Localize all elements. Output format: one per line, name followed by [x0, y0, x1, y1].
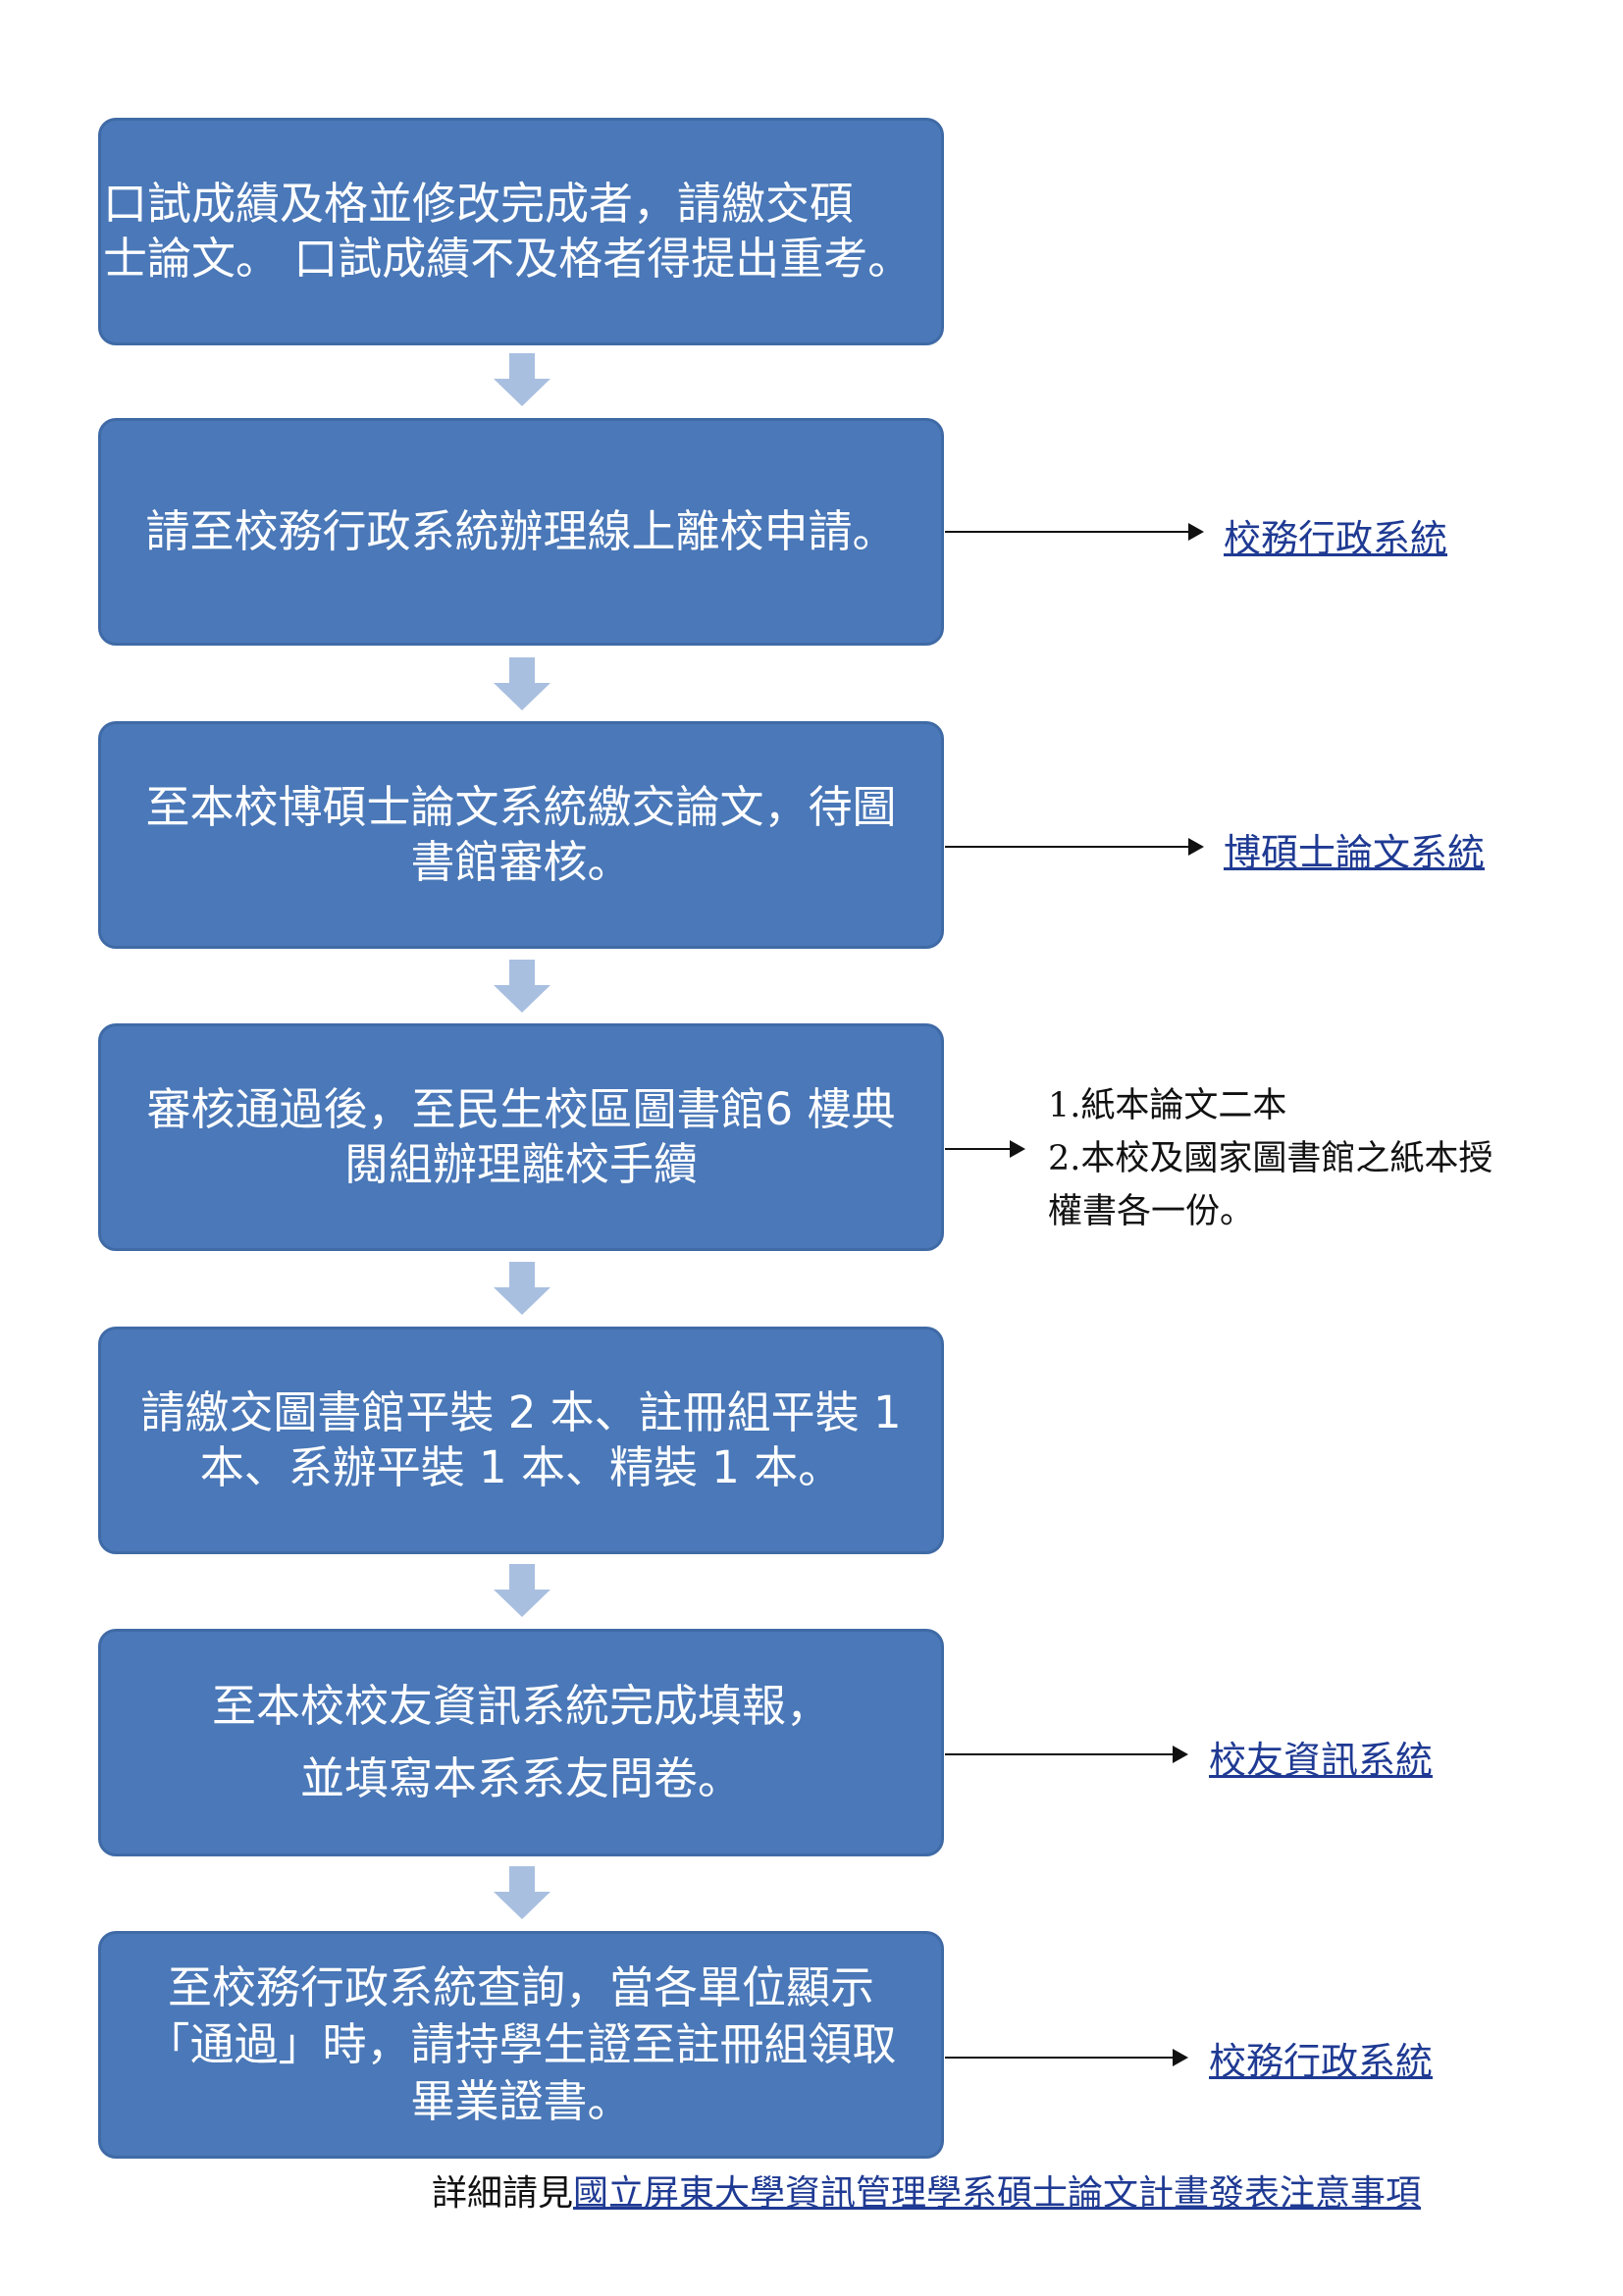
down-arrow-icon [494, 353, 550, 406]
step-6-line-1: 至本校校友資訊系統完成填報， [211, 1680, 830, 1732]
link-campus-admin-system-2[interactable]: 校務行政系統 [1209, 2040, 1434, 2083]
connector-arrow-step-6 [945, 1746, 1188, 1763]
step-2-box: 請至校務行政系統辦理線上離校申請。 [98, 418, 944, 646]
paper-copies-note: 1.紙本論文二本 2.本校及國家圖書館之紙本授 權書各一份。 [1048, 1079, 1492, 1238]
step-5-line-2: 本、系辦平裝 1 本、精裝 1 本。 [199, 1441, 843, 1493]
footer-note: 詳細請見國立屏東大學資訊管理學系碩士論文計畫發表注意事項 [432, 2165, 1421, 2216]
step-6-text: 至本校校友資訊系統完成填報， 並填寫本系系友問卷。 [212, 1670, 830, 1815]
link-campus-admin-system[interactable]: 校務行政系統 [1224, 517, 1448, 560]
step-2-line-1: 請至校務行政系統辦理線上離校申請。 [145, 505, 897, 557]
step-3-line-1: 至本校博碩士論文系統繳交論文，待圖 [145, 781, 897, 833]
footer-link[interactable]: 國立屏東大學資訊管理學系碩士論文計畫發表注意事項 [573, 2173, 1422, 2214]
step-7-box: 至校務行政系統查詢，當各單位顯示 「通過」時，請持學生證至註冊組領取 畢業證書。 [98, 1931, 944, 2159]
step-1-text: 口試成績及格並修改完成者，請繳交碩 士論文。 口試成績不及格者得提出重考。 [103, 177, 912, 287]
step-4-text: 審核通過後，至民生校區圖書館6 樓典 閱組辦理離校手續 [147, 1082, 896, 1192]
step-7-line-2: 「通過」時，請持學生證至註冊組領取 [145, 2018, 897, 2070]
step-2-text: 請至校務行政系統辦理線上離校申請。 [145, 504, 896, 559]
note-line-1: 1.紙本論文二本 [1048, 1086, 1287, 1125]
step-1-line-1: 口試成績及格並修改完成者，請繳交碩 [103, 178, 855, 230]
step-3-line-2: 書館審核。 [410, 836, 632, 888]
step-7-line-1: 至校務行政系統查詢，當各單位顯示 [167, 1961, 874, 2013]
step-5-line-1: 請繳交圖書館平裝 2 本、註冊組平裝 1 [140, 1386, 902, 1438]
connector-arrow-step-7 [945, 2049, 1188, 2066]
step-4-line-2: 閱組辦理離校手續 [343, 1138, 698, 1190]
step-5-box: 請繳交圖書館平裝 2 本、註冊組平裝 1 本、系辦平裝 1 本、精裝 1 本。 [98, 1327, 944, 1554]
step-5-text: 請繳交圖書館平裝 2 本、註冊組平裝 1 本、系辦平裝 1 本、精裝 1 本。 [140, 1385, 901, 1495]
note-line-3: 權書各一份。 [1048, 1192, 1255, 1231]
step-6-box: 至本校校友資訊系統完成填報， 並填寫本系系友問卷。 [98, 1629, 944, 1856]
connector-arrow-step-3 [945, 838, 1204, 856]
step-1-line-2: 士論文。 口試成績不及格者得提出重考。 [103, 233, 913, 285]
step-6-line-2: 並填寫本系系友問卷。 [299, 1752, 742, 1804]
note-line-2: 2.本校及國家圖書館之紙本授 [1048, 1139, 1493, 1178]
connector-arrow-step-4 [945, 1140, 1025, 1158]
down-arrow-icon [494, 1564, 550, 1617]
step-7-line-3: 畢業證書。 [410, 2075, 632, 2127]
footer-prefix: 詳細請見 [432, 2173, 574, 2214]
down-arrow-icon [494, 1262, 550, 1315]
link-thesis-system[interactable]: 博碩士論文系統 [1224, 831, 1486, 874]
step-3-text: 至本校博碩士論文系統繳交論文，待圖 書館審核。 [145, 780, 896, 890]
step-7-text: 至校務行政系統查詢，當各單位顯示 「通過」時，請持學生證至註冊組領取 畢業證書。 [145, 1959, 896, 2130]
down-arrow-icon [494, 1866, 550, 1919]
step-3-box: 至本校博碩士論文系統繳交論文，待圖 書館審核。 [98, 721, 944, 949]
link-alumni-system[interactable]: 校友資訊系統 [1209, 1739, 1434, 1782]
connector-arrow-step-2 [945, 523, 1204, 541]
down-arrow-icon [494, 657, 550, 710]
down-arrow-icon [494, 960, 550, 1013]
step-1-box: 口試成績及格並修改完成者，請繳交碩 士論文。 口試成績不及格者得提出重考。 [98, 118, 944, 345]
step-4-box: 審核通過後，至民生校區圖書館6 樓典 閱組辦理離校手續 [98, 1023, 944, 1251]
step-4-line-1: 審核通過後，至民生校區圖書館6 樓典 [146, 1083, 896, 1135]
